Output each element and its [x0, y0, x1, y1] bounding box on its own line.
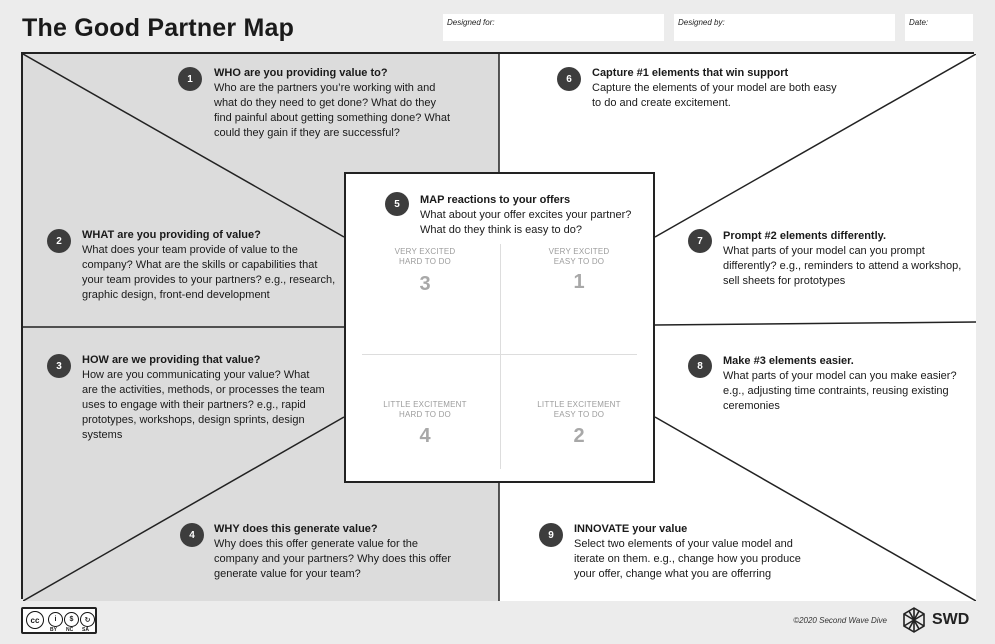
quadrant-label: LITTLE EXCITEMENT HARD TO DO: [350, 400, 500, 420]
section-heading: INNOVATE your value: [574, 523, 688, 535]
swd-logo-icon: [903, 607, 925, 633]
sharealike-icon: ↻: [80, 612, 95, 627]
license-mark-sa: SA: [82, 627, 89, 633]
diagonal-bottom-left: [23, 416, 345, 601]
reaction-map-box: 5 MAP reactions to your offers What abou…: [344, 172, 655, 483]
quadrant-label-line2: EASY TO DO: [553, 410, 605, 419]
section-innovate-text: INNOVATE your value Select two elements …: [574, 522, 819, 582]
section-heading: WHO are you providing value to?: [214, 67, 388, 79]
quadrant-label-line1: LITTLE EXCITEMENT: [383, 400, 467, 409]
section-map-text: MAP reactions to your offers What about …: [420, 193, 650, 238]
diagonal-bottom-right: [654, 416, 976, 601]
diagonal-top-right: [654, 54, 976, 238]
license-mark-nc: NC: [66, 627, 74, 633]
quadrant-label-line2: EASY TO DO: [553, 257, 605, 266]
step-number-badge: 8: [688, 354, 712, 378]
creative-commons-icon: cc: [26, 611, 44, 629]
section-body: What parts of your model can you prompt …: [723, 245, 962, 287]
date-label: Date:: [909, 18, 929, 27]
swd-logo-text: SWD: [932, 611, 970, 628]
quadrant-label-line1: VERY EXCITED: [548, 247, 610, 256]
step-number-badge: 6: [557, 67, 581, 91]
page-title: The Good Partner Map: [22, 14, 295, 42]
quadrant-number: 4: [419, 425, 431, 447]
partner-map-board: 1 WHO are you providing value to? Who ar…: [21, 52, 976, 601]
designed-for-label: Designed for:: [447, 18, 495, 27]
quadrant-label-line1: VERY EXCITED: [394, 247, 456, 256]
date-field[interactable]: Date:: [905, 14, 973, 41]
section-heading: Prompt #2 elements differently.: [723, 230, 887, 242]
quadrant-divider-horizontal: [362, 354, 637, 355]
section-make-easier-text: Make #3 elements easier. What parts of y…: [723, 354, 968, 414]
designed-by-label: Designed by:: [678, 18, 725, 27]
diagonal-top-left: [23, 54, 345, 238]
step-number-badge: 5: [385, 192, 409, 216]
section-heading: HOW are we providing that value?: [82, 354, 261, 366]
section-who-text: WHO are you providing value to? Who are …: [214, 66, 454, 141]
section-body: What does your team provide of value to …: [82, 244, 336, 301]
divider-right-horizontal: [654, 321, 976, 326]
section-body: Why does this offer generate value for t…: [214, 538, 452, 580]
section-body: What about your offer excites your partn…: [420, 209, 632, 236]
quadrant-label-line2: HARD TO DO: [399, 410, 451, 419]
step-number-badge: 1: [178, 67, 202, 91]
quadrant-label-line2: HARD TO DO: [399, 257, 451, 266]
step-number-badge: 9: [539, 523, 563, 547]
section-heading: MAP reactions to your offers: [420, 194, 571, 206]
section-heading: WHY does this generate value?: [214, 523, 378, 535]
license-mark-by: BY: [50, 627, 57, 633]
quadrant-number: 1: [573, 271, 585, 293]
section-why-text: WHY does this generate value? Why does t…: [214, 522, 454, 582]
step-number-badge: 7: [688, 229, 712, 253]
section-how-text: HOW are we providing that value? How are…: [82, 353, 327, 443]
quadrant-number: 2: [573, 425, 585, 447]
quadrant-label: VERY EXCITED HARD TO DO: [350, 247, 500, 267]
designed-for-field[interactable]: Designed for:: [443, 14, 664, 41]
section-heading: Capture #1 elements that win support: [592, 67, 789, 79]
quadrant-label: VERY EXCITED EASY TO DO: [504, 247, 654, 267]
section-body: What parts of your model can you make ea…: [723, 370, 957, 412]
quadrant-number: 3: [419, 273, 431, 295]
attribution-icon: i: [48, 612, 63, 627]
section-prompt-text: Prompt #2 elements differently. What par…: [723, 229, 968, 289]
step-number-badge: 3: [47, 354, 71, 378]
quadrant-label-line1: LITTLE EXCITEMENT: [537, 400, 621, 409]
copyright-text: ©2020 Second Wave Dive: [793, 616, 887, 625]
creative-commons-badge[interactable]: cc i $ ↻ BY NC SA: [21, 607, 97, 634]
noncommercial-icon: $: [64, 612, 79, 627]
section-body: How are you communicating your value? Wh…: [82, 369, 325, 441]
designed-by-field[interactable]: Designed by:: [674, 14, 895, 41]
quadrant-divider-vertical: [500, 244, 501, 469]
section-capture-text: Capture #1 elements that win support Cap…: [592, 66, 842, 111]
section-what-text: WHAT are you providing of value? What do…: [82, 228, 337, 303]
section-body: Capture the elements of your model are b…: [592, 82, 837, 109]
section-body: Who are the partners you’re working with…: [214, 82, 451, 139]
step-number-badge: 2: [47, 229, 71, 253]
step-number-badge: 4: [180, 523, 204, 547]
section-heading: WHAT are you providing of value?: [82, 229, 261, 241]
section-body: Select two elements of your value model …: [574, 538, 801, 580]
section-heading: Make #3 elements easier.: [723, 355, 854, 367]
quadrant-label: LITTLE EXCITEMENT EASY TO DO: [504, 400, 654, 420]
